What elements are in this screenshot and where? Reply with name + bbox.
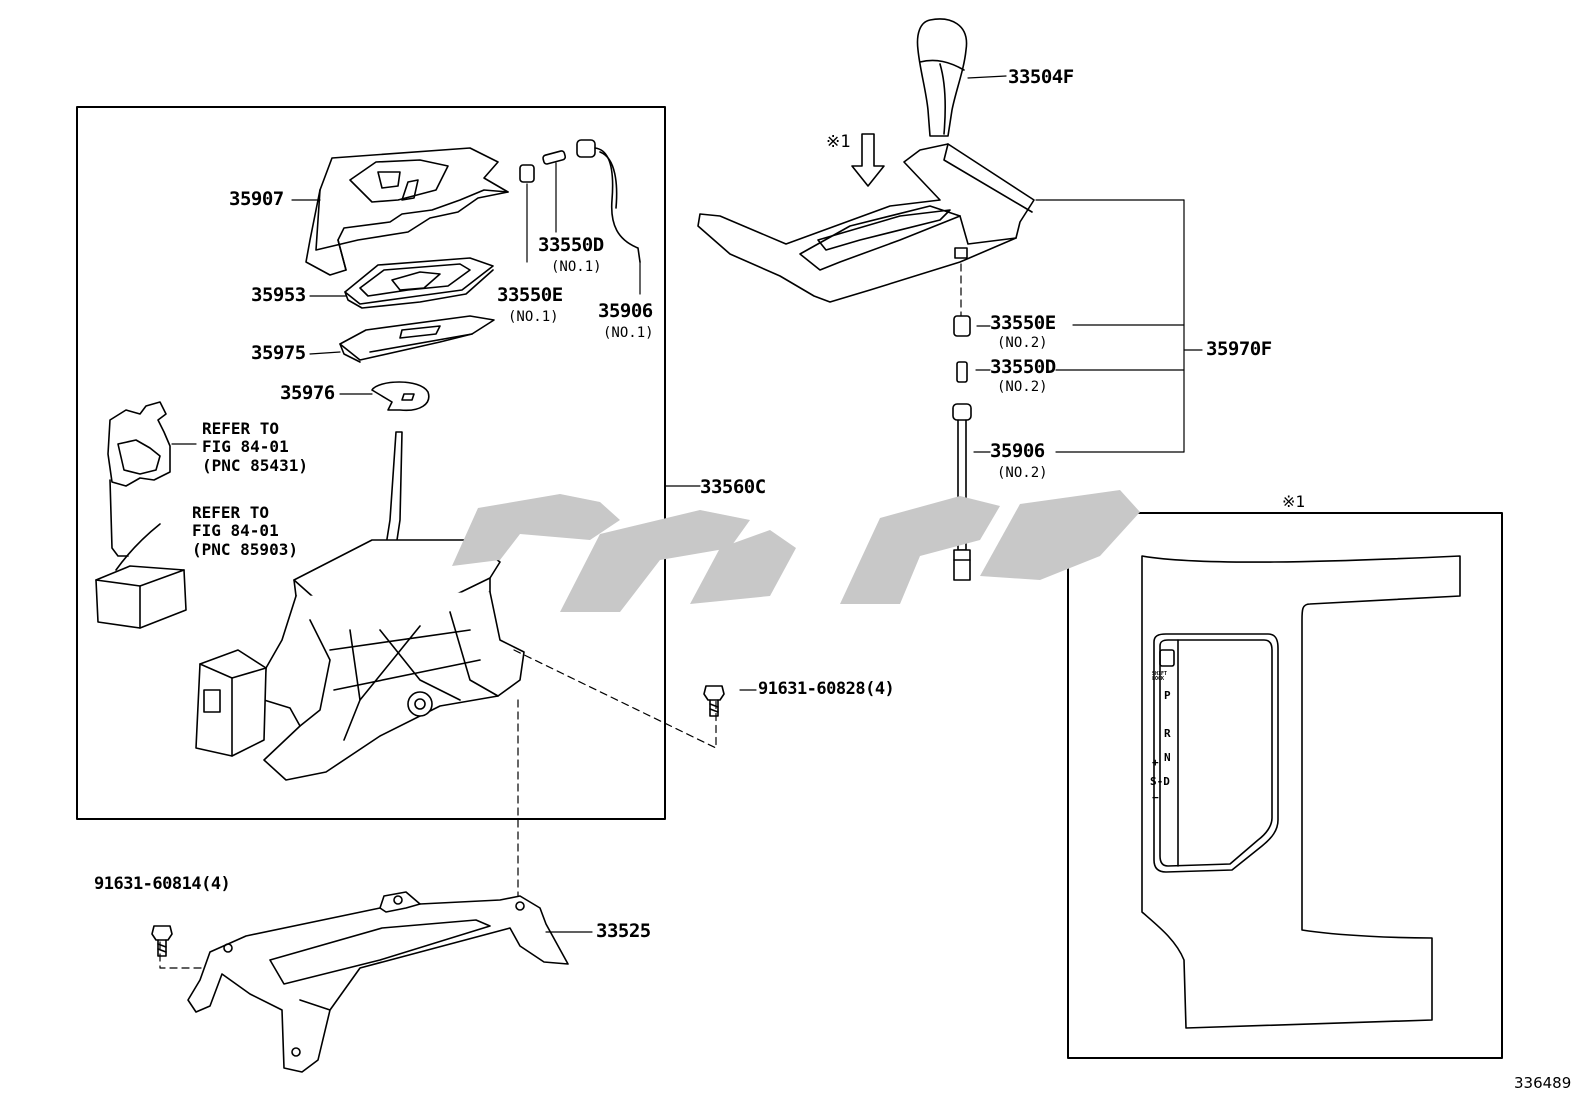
gate-shift-lock: SHIFT LOCK [1152, 671, 1168, 682]
part-bulb-socket-no1 [519, 139, 641, 295]
label-33525: 33525 [596, 920, 651, 942]
watermark-logo [452, 490, 1140, 612]
label-35953: 35953 [251, 284, 306, 306]
part-bulb-socket-no2 [952, 315, 972, 581]
view-arrow [851, 133, 885, 187]
gate-plus: + [1152, 756, 1159, 769]
label-91631-60814: 91631-60814(4) [94, 874, 231, 894]
assembly-frame-33560C [76, 106, 666, 820]
part-35976-slide [371, 381, 430, 412]
label-33504F: 33504F [1008, 66, 1074, 88]
label-33560C: 33560C [700, 476, 766, 498]
part-33525-bracket [187, 891, 569, 1073]
part-85903-ecu [95, 523, 187, 629]
sub-33550D-no2: (NO.2) [997, 379, 1048, 395]
part-35975-plate [339, 315, 495, 363]
bolt-91631-60828 [703, 685, 757, 717]
gate-n: N [1164, 751, 1171, 764]
sub-35906-no1: (NO.1) [603, 325, 654, 341]
label-33550D-no2: 33550D [990, 356, 1056, 378]
label-35906-no1: 35906 [598, 300, 653, 322]
sub-33550E-no1: (NO.1) [508, 309, 559, 325]
inset-marker: ※1 [1282, 492, 1306, 511]
sub-33550E-no2: (NO.2) [997, 335, 1048, 351]
gate-p: P [1164, 689, 1171, 702]
gate-sd: S-D [1150, 775, 1170, 788]
inset-console-view [1141, 555, 1461, 1029]
refer-85903: REFER TO FIG 84-01 (PNC 85903) [192, 503, 298, 559]
figure-id: 336489 [1514, 1074, 1572, 1092]
label-35970F: 35970F [1206, 338, 1272, 360]
part-35953-bezel [344, 257, 494, 309]
gate-minus: − [1152, 791, 1159, 804]
label-33550E-no2: 33550E [990, 312, 1056, 334]
label-91631-60828: 91631-60828(4) [758, 679, 895, 699]
view-arrow-marker: ※1 [826, 132, 851, 152]
label-35906-no2: 35906 [990, 440, 1045, 462]
part-85431-actuator [107, 401, 197, 557]
part-35907-cover [305, 147, 509, 276]
label-33550D-no1: 33550D [538, 234, 604, 256]
inset-frame [1067, 512, 1503, 1059]
part-33504F-knob [916, 18, 1007, 137]
sub-33550D-no1: (NO.1) [551, 259, 602, 275]
gate-r: R [1164, 727, 1171, 740]
label-35975: 35975 [251, 342, 306, 364]
refer-85431: REFER TO FIG 84-01 (PNC 85431) [202, 419, 308, 475]
part-35970F-panel [697, 143, 1185, 303]
label-35907: 35907 [229, 188, 284, 210]
label-35976: 35976 [280, 382, 335, 404]
part-shift-lever-assembly [195, 431, 525, 781]
sub-35906-no2: (NO.2) [997, 465, 1048, 481]
label-33550E-no1: 33550E [497, 284, 563, 306]
leader-lines [291, 199, 1203, 933]
bolt-91631-60814 [151, 925, 173, 957]
